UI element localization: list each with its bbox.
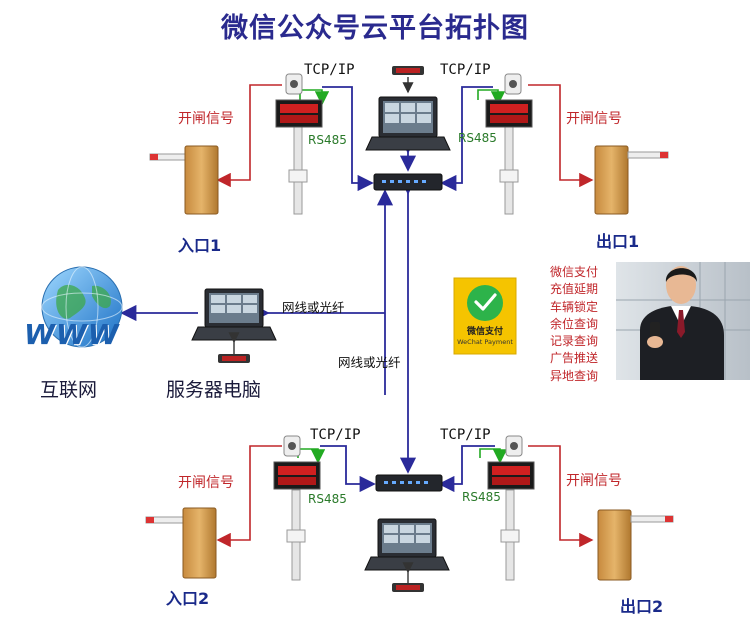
internet-globe-icon: [41, 266, 123, 348]
network-switch-top: [373, 173, 443, 191]
rs485-label-exit-2: RS485: [462, 490, 501, 504]
tcp-ip-label-bottom-left: TCP/IP: [310, 427, 361, 443]
entrance-1-label: 入口1: [178, 236, 222, 255]
laptop-server: [191, 288, 277, 363]
open-signal-label-entrance-1: 开闸信号: [178, 111, 234, 127]
feature-item: 微信支付: [550, 265, 599, 279]
feature-item: 异地查询: [550, 368, 599, 383]
wechat-pay-name-en: WeChat Payment: [457, 338, 513, 346]
open-signal-links: [216, 84, 594, 548]
barrier-gate-entrance-2: [145, 507, 217, 579]
tcp-ip-label-top-left: TCP/IP: [304, 62, 355, 78]
page-title: 微信公众号云平台拓扑图: [221, 13, 529, 44]
laptop-top: [365, 66, 451, 151]
camera-pole-exit-2: [487, 435, 535, 581]
entrance-2-label: 入口2: [166, 589, 210, 608]
network-switch-bottom: [375, 474, 443, 492]
cable-label-server: 网线或光纤: [282, 300, 345, 315]
businessman-photo: [616, 262, 750, 380]
tcp-ip-label-bottom-right: TCP/IP: [440, 427, 491, 443]
camera-pole-exit-1: [485, 73, 533, 215]
open-signal-label-entrance-2: 开闸信号: [178, 475, 234, 491]
rs485-label-exit-1: RS485: [458, 131, 497, 145]
internet-label: 互联网: [40, 379, 98, 401]
tcp-ip-label-top-right: TCP/IP: [440, 62, 491, 78]
cable-label-trunk: 网线或光纤: [338, 355, 401, 370]
barrier-gate-exit-2: [597, 509, 674, 581]
open-signal-label-exit-2: 开闸信号: [566, 473, 622, 489]
feature-list: 微信支付 充值延期 车辆锁定 余位查询 记录查询 广告推送 异地查询: [550, 264, 616, 385]
wechat-pay-name: 微信支付: [466, 327, 503, 337]
exit-2-label: 出口2: [620, 597, 664, 616]
server-pc-label: 服务器电脑: [166, 379, 262, 401]
rs485-label-entrance-2: RS485: [308, 492, 347, 506]
laptop-bottom: [364, 518, 450, 592]
feature-item: 充值延期: [550, 282, 599, 297]
camera-pole-entrance-1: [275, 73, 323, 215]
barrier-gate-exit-1: [594, 145, 669, 215]
exit-1-label: 出口1: [596, 232, 640, 251]
www-text: WWW: [24, 318, 120, 351]
camera-pole-entrance-2: [273, 435, 321, 581]
network-links: [120, 86, 495, 493]
open-signal-label-exit-1: 开闸信号: [566, 111, 622, 127]
feature-item: 广告推送: [550, 351, 599, 366]
rs485-label-entrance-1: RS485: [308, 133, 347, 147]
barrier-gate-entrance-1: [149, 145, 219, 215]
wechat-pay-logo: [453, 277, 517, 355]
feature-item: 余位查询: [550, 316, 599, 331]
feature-item: 车辆锁定: [550, 299, 599, 314]
feature-item: 记录查询: [550, 334, 599, 349]
